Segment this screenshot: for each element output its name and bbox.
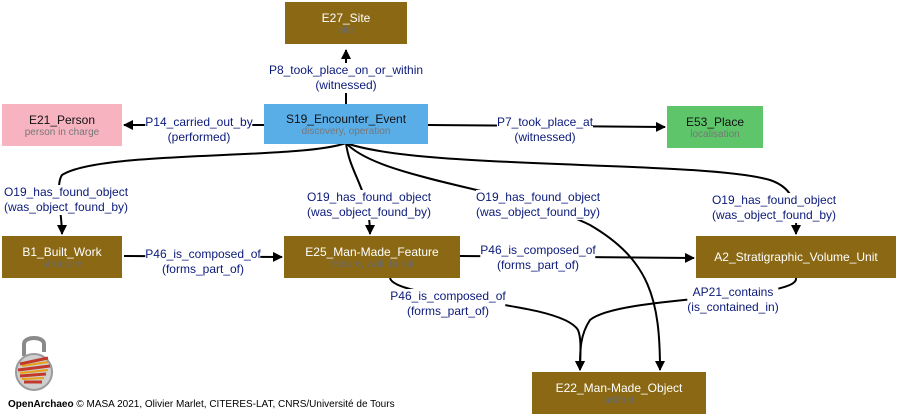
node-b1-built-work[interactable]: B1_Built_Work structure [2,236,122,278]
edge-label-o19-e22: O19_has_found_object (was_object_found_b… [475,190,601,220]
edge-label-p46-e25-e22: P46_is_composed_of (forms_part_of) [390,289,506,319]
edge-o19-e25 [345,142,375,235]
node-e27-site[interactable]: E27_Site site [285,2,407,44]
edge-label-line1: AP21_contains [692,285,774,299]
edge-label-line1: P8_took_place_on_or_within [268,63,424,77]
edge-label-p7: P7_took_place_at (witnessed) [496,115,594,145]
edge-label-o19-e25: O19_has_found_object (was_object_found_b… [306,190,432,220]
node-a2-unit[interactable]: A2_Stratigraphic_Volume_Unit [696,236,896,278]
edge-label-line2: (forms_part_of) [406,304,490,318]
node-e25-feature[interactable]: E25_Man-Made_Feature feature, wall, buri… [284,236,460,278]
edge-label-line2: (witnessed) [514,130,576,144]
node-title: S19_Encounter_Event [285,111,407,126]
edge-label-ap21: AP21_contains (is_contained_in) [687,285,779,315]
node-e22-object[interactable]: E22_Man-Made_Object artifact [532,372,706,414]
edge-label-line1: P7_took_place_at [496,115,594,129]
openarchaeo-logo-icon [15,336,53,391]
node-subtitle: structure [42,258,82,270]
node-subtitle: discovery, operation [301,125,391,137]
edge-label-p8: P8_took_place_on_or_within (witnessed) [268,63,424,93]
edge-label-line1: O19_has_found_object [475,190,601,204]
node-title: E27_Site [321,10,371,25]
footer-brand: OpenArchaeo [8,399,74,410]
node-subtitle: artifact [603,394,634,406]
edge-label-line2: (was_object_found_by) [306,205,432,219]
edge-label-line2: (performed) [167,130,231,144]
node-e21-person[interactable]: E21_Person person in charge [2,104,122,146]
edge-label-line2: (was_object_found_by) [475,205,601,219]
edge-label-line2: (is_contained_in) [687,300,779,314]
node-title: E22_Man-Made_Object [555,380,683,395]
edge-label-line1: P14_carried_out_by [145,115,253,129]
footer-credit-text: © MASA 2021, Olivier Marlet, CITERES-LAT… [73,399,395,410]
edge-label-p46-b1-e25: P46_is_composed_of (forms_part_of) [145,247,261,277]
edge-label-line2: (was_object_found_by) [3,200,129,214]
edge-label-line2: (forms_part_of) [496,258,580,272]
edge-label-line2: (witnessed) [315,78,377,92]
edge-label-line2: (forms_part_of) [161,262,245,276]
edge-label-line1: P46_is_composed_of [480,243,596,257]
edge-o19-e22 [345,142,665,371]
node-title: A2_Stratigraphic_Volume_Unit [714,250,878,264]
node-subtitle: site [338,24,354,36]
edge-label-line1: P46_is_composed_of [390,289,506,303]
node-subtitle: person in charge [24,126,100,138]
node-title: E25_Man-Made_Feature [305,244,439,259]
node-title: E53_Place [685,114,745,129]
footer-credit: OpenArchaeo © MASA 2021, Olivier Marlet,… [8,399,395,410]
edge-label-line1: O19_has_found_object [711,193,837,207]
node-s19-event[interactable]: S19_Encounter_Event discovery, operation [264,104,428,144]
node-subtitle: feature, wall, burial [330,258,414,270]
edge-label-line1: P46_is_composed_of [145,247,261,261]
edge-label-p14: P14_carried_out_by (performed) [145,115,253,145]
edge-label-line1: O19_has_found_object [3,185,129,199]
edge-label-o19-b1: O19_has_found_object (was_object_found_b… [3,185,129,215]
edge-label-o19-a2: O19_has_found_object (was_object_found_b… [711,193,837,223]
edge-label-p46-e25-a2: P46_is_composed_of (forms_part_of) [480,243,596,273]
node-e53-place[interactable]: E53_Place localisation [667,106,763,148]
node-subtitle: localisation [690,128,740,140]
edge-label-line1: O19_has_found_object [306,190,432,204]
edge-label-line2: (was_object_found_by) [711,208,837,222]
node-title: B1_Built_Work [22,244,102,259]
node-title: E21_Person [28,112,96,127]
